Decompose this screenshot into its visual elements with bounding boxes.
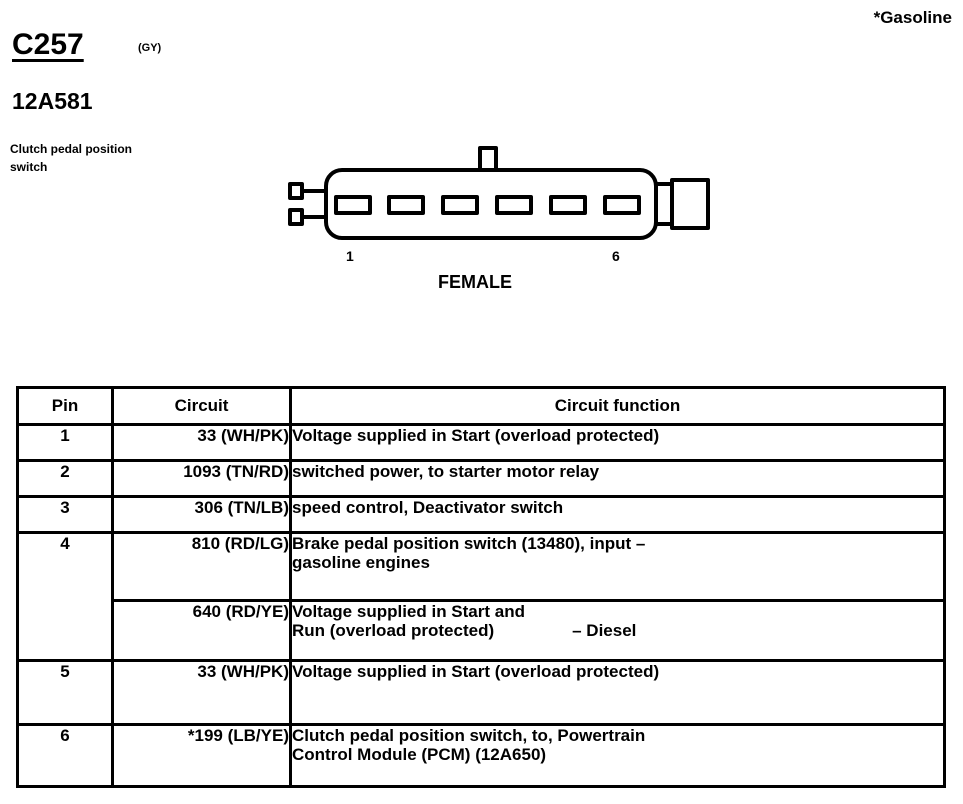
- header-circuit: Circuit: [111, 386, 292, 426]
- table-row: 5 33 (WH/PK) Voltage supplied in Start (…: [16, 659, 946, 726]
- pin-1-label: 1: [346, 248, 354, 264]
- gasoline-note: *Gasoline: [873, 8, 952, 27]
- pin-cavity-6: [603, 195, 641, 215]
- pin-number: 3: [16, 495, 114, 534]
- table-header-row: Pin Circuit Circuit function: [16, 386, 946, 426]
- pin-cavity-2: [387, 195, 425, 215]
- circuit-function: speed control, Deactivator switch: [289, 495, 946, 534]
- table-row: 4 810 (RD/LG) Brake pedal position switc…: [16, 531, 946, 662]
- circuit-function: Voltage supplied in Start (overload prot…: [289, 423, 946, 462]
- circuit-function: Voltage supplied in Start (overload prot…: [289, 659, 946, 726]
- pin-cavity-3: [441, 195, 479, 215]
- table-row: 2 1093 (TN/RD) switched power, to starte…: [16, 459, 946, 498]
- connector-id: C257: [12, 28, 84, 61]
- circuit-code: 810 (RD/LG): [111, 531, 292, 602]
- function-line-2: Control Module (PCM) (12A650): [292, 745, 547, 764]
- pin-cavity-1: [334, 195, 372, 215]
- right-latch-outer: [670, 178, 710, 230]
- connector-gender-label: FEMALE: [438, 272, 512, 292]
- pin-6-label: 6: [612, 248, 620, 264]
- engine-qualifier: – Diesel: [572, 621, 637, 640]
- circuit-function: Voltage supplied in Start and Run (overl…: [289, 599, 946, 662]
- function-line-2-with-qualifier: Run (overload protected) – Diesel: [292, 621, 943, 640]
- function-line-1: Clutch pedal position switch, to, Powert…: [292, 726, 646, 745]
- circuit-code: 33 (WH/PK): [111, 659, 292, 726]
- function-line-1: Brake pedal position switch (13480), inp…: [292, 534, 646, 553]
- circuit-code: 640 (RD/YE): [111, 599, 292, 662]
- pin-number: 5: [16, 659, 114, 726]
- left-latch-arms: [302, 189, 326, 219]
- table-row: 640 (RD/YE) Voltage supplied in Start an…: [18, 599, 946, 662]
- connector-body: [324, 168, 658, 240]
- pin-number: 6: [16, 723, 114, 788]
- connector-key: [478, 146, 498, 170]
- function-line-2: Run (overload protected): [292, 621, 495, 640]
- header-circuit-function: Circuit function: [289, 386, 946, 426]
- circuit-function: Brake pedal position switch (13480), inp…: [289, 531, 946, 602]
- function-line-1: Voltage supplied in Start and: [292, 602, 525, 621]
- connector-color-code: (GY): [138, 42, 162, 54]
- circuit-function: Clutch pedal position switch, to, Powert…: [289, 723, 946, 788]
- component-name: Clutch pedal position switch: [10, 142, 132, 174]
- pin-circuit-table: Pin Circuit Circuit function 1 33 (WH/PK…: [16, 386, 946, 788]
- circuit-function: switched power, to starter motor relay: [289, 459, 946, 498]
- connector-face-diagram: [288, 146, 710, 240]
- circuit-code: 33 (WH/PK): [111, 423, 292, 462]
- table-row: 1 33 (WH/PK) Voltage supplied in Start (…: [16, 423, 946, 462]
- circuit-code: *199 (LB/YE): [111, 723, 292, 788]
- pin-number: 4: [16, 531, 114, 662]
- table-row: 3 306 (TN/LB) speed control, Deactivator…: [16, 495, 946, 534]
- pin-number: 1: [16, 423, 114, 462]
- header-pin: Pin: [16, 386, 114, 426]
- function-line-2: gasoline engines: [292, 553, 430, 572]
- circuit-code: 1093 (TN/RD): [111, 459, 292, 498]
- pin-cavity-5: [549, 195, 587, 215]
- table-row: 6 *199 (LB/YE) Clutch pedal position swi…: [16, 723, 946, 788]
- pin-cavity-4: [495, 195, 533, 215]
- left-latch-upper: [288, 182, 304, 200]
- right-latch-inner: [656, 182, 674, 226]
- pin-number: 2: [16, 459, 114, 498]
- left-latch-lower: [288, 208, 304, 226]
- part-number: 12A581: [12, 88, 93, 114]
- circuit-code: 306 (TN/LB): [111, 495, 292, 534]
